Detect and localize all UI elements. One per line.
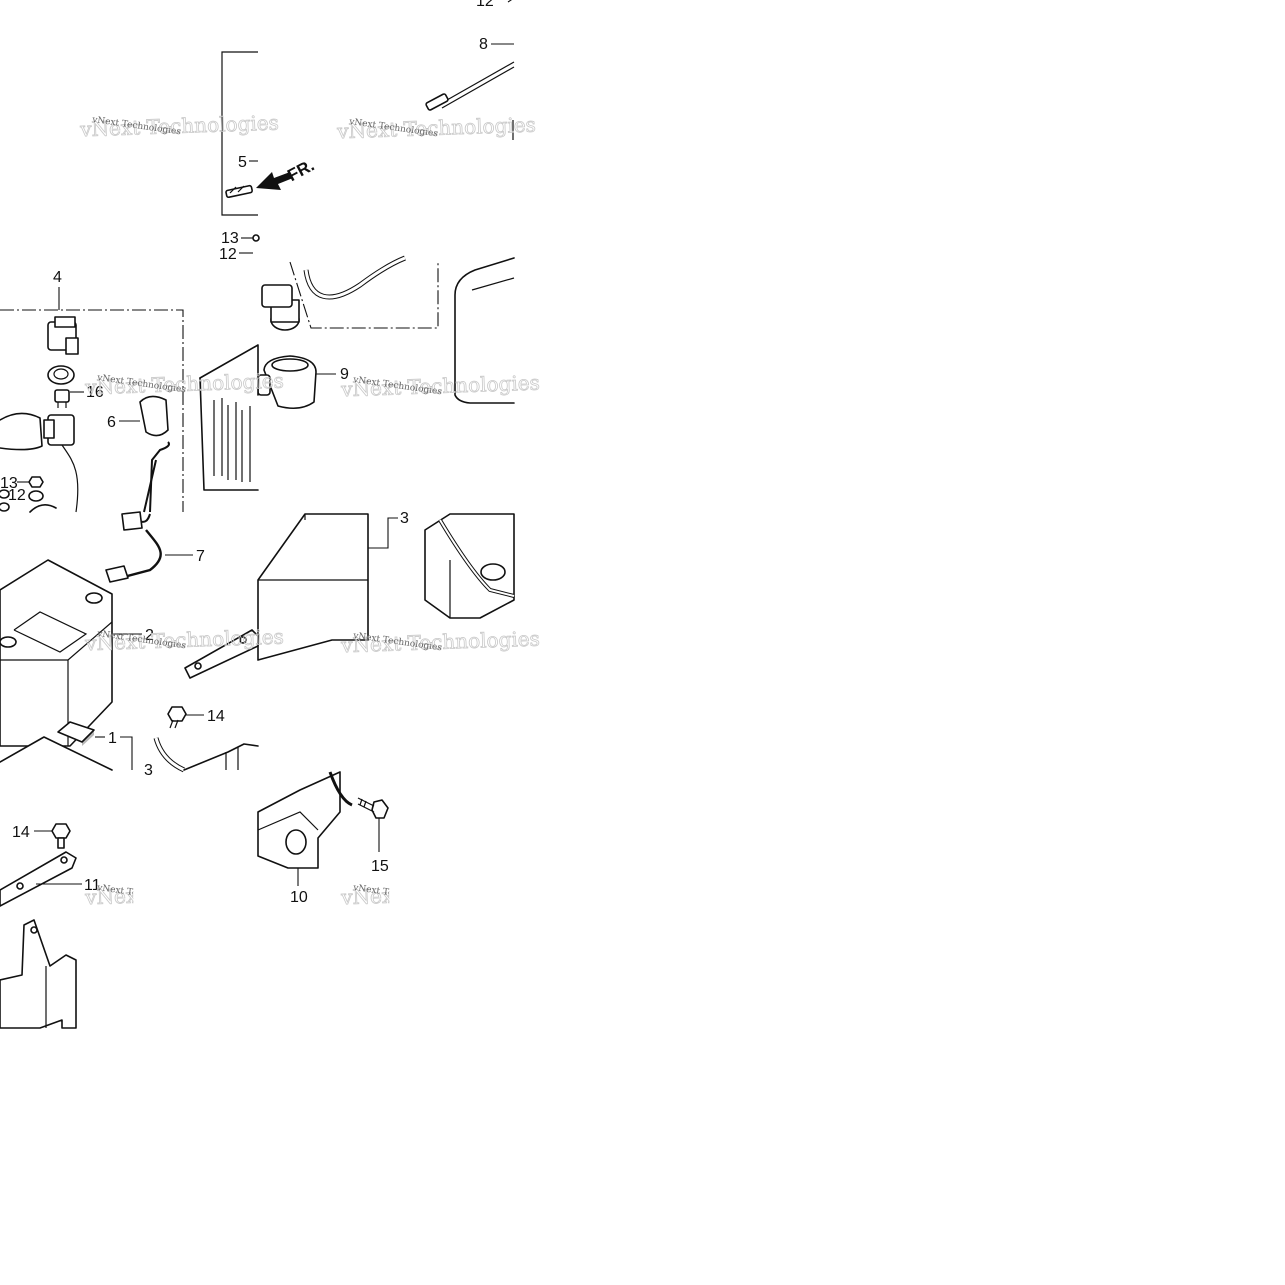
part-label-14-low: 14 [12, 824, 30, 841]
strap-11-icon [0, 851, 77, 907]
washer-12-icon [28, 490, 44, 502]
terminal-cover-6-icon [139, 395, 169, 437]
part-label-3: 3 [400, 510, 409, 527]
fuse-16-icon [54, 389, 70, 408]
tile-bottom-left: 14 11 [0, 823, 101, 1029]
part-label-7: 7 [196, 548, 205, 565]
wire-8-icon [425, 61, 515, 111]
tile-center-lower: 3 [184, 510, 515, 679]
bolt-14-icon [167, 706, 187, 729]
strap-end-icon [184, 629, 259, 679]
relay-connector-icon [47, 316, 79, 355]
part-label-9: 9 [340, 366, 349, 383]
part-label-15: 15 [371, 858, 389, 875]
part-label-3-left: 3 [144, 762, 153, 779]
mount-bracket-10-icon [257, 771, 353, 869]
rubber-cap-icon [47, 365, 75, 385]
part-label-5: 5 [238, 154, 247, 171]
starter-relay-icon [261, 284, 300, 331]
tile-bottom-center: 10 15 [257, 771, 389, 906]
part-label-2: 2 [145, 627, 154, 644]
part-label-12-mid: 12 [219, 246, 237, 263]
part-label-10: 10 [290, 889, 308, 906]
bolt-15-icon [357, 797, 389, 819]
part-label-12-top: 12 [476, 0, 494, 10]
bolt-14-lower-icon [51, 823, 71, 849]
bracket-icon [424, 513, 515, 619]
part-label-4: 4 [53, 269, 62, 286]
nut-13-icon [28, 476, 44, 488]
part-label-13-left: 13 [0, 475, 18, 492]
part-label-6: 6 [107, 414, 116, 431]
battery-top-icon [199, 344, 259, 491]
front-direction-arrow-icon [256, 172, 293, 190]
connector-5-icon [225, 184, 253, 199]
pad-1-icon [57, 721, 95, 746]
part-label-13-mid: 13 [221, 230, 239, 247]
relay-cover-9-icon [257, 355, 317, 410]
tile-center: 9 [199, 255, 515, 491]
cable-7-terminal-icon [105, 511, 143, 583]
battery-cover-icon [454, 257, 515, 404]
part-label-8: 8 [479, 36, 488, 53]
battery-tray-icon [0, 919, 77, 1029]
tile-left-lower: 7 2 14 1 3 [0, 511, 259, 779]
part-label-14-mid: 14 [207, 708, 225, 725]
tile-left-center: 4 16 6 13 [0, 269, 184, 513]
part-label-1: 1 [108, 730, 117, 747]
tile-top-center: FR. 5 8 12 13 12 [219, 0, 515, 263]
relay-connector-lower-icon [43, 414, 75, 446]
part-label-16: 16 [86, 384, 104, 401]
part-label-11: 11 [84, 877, 101, 894]
battery-cover-3-icon [257, 513, 369, 661]
part-label-12-left: 12 [8, 487, 26, 504]
battery-2-icon [0, 559, 113, 747]
direction-label: FR. [284, 156, 317, 186]
